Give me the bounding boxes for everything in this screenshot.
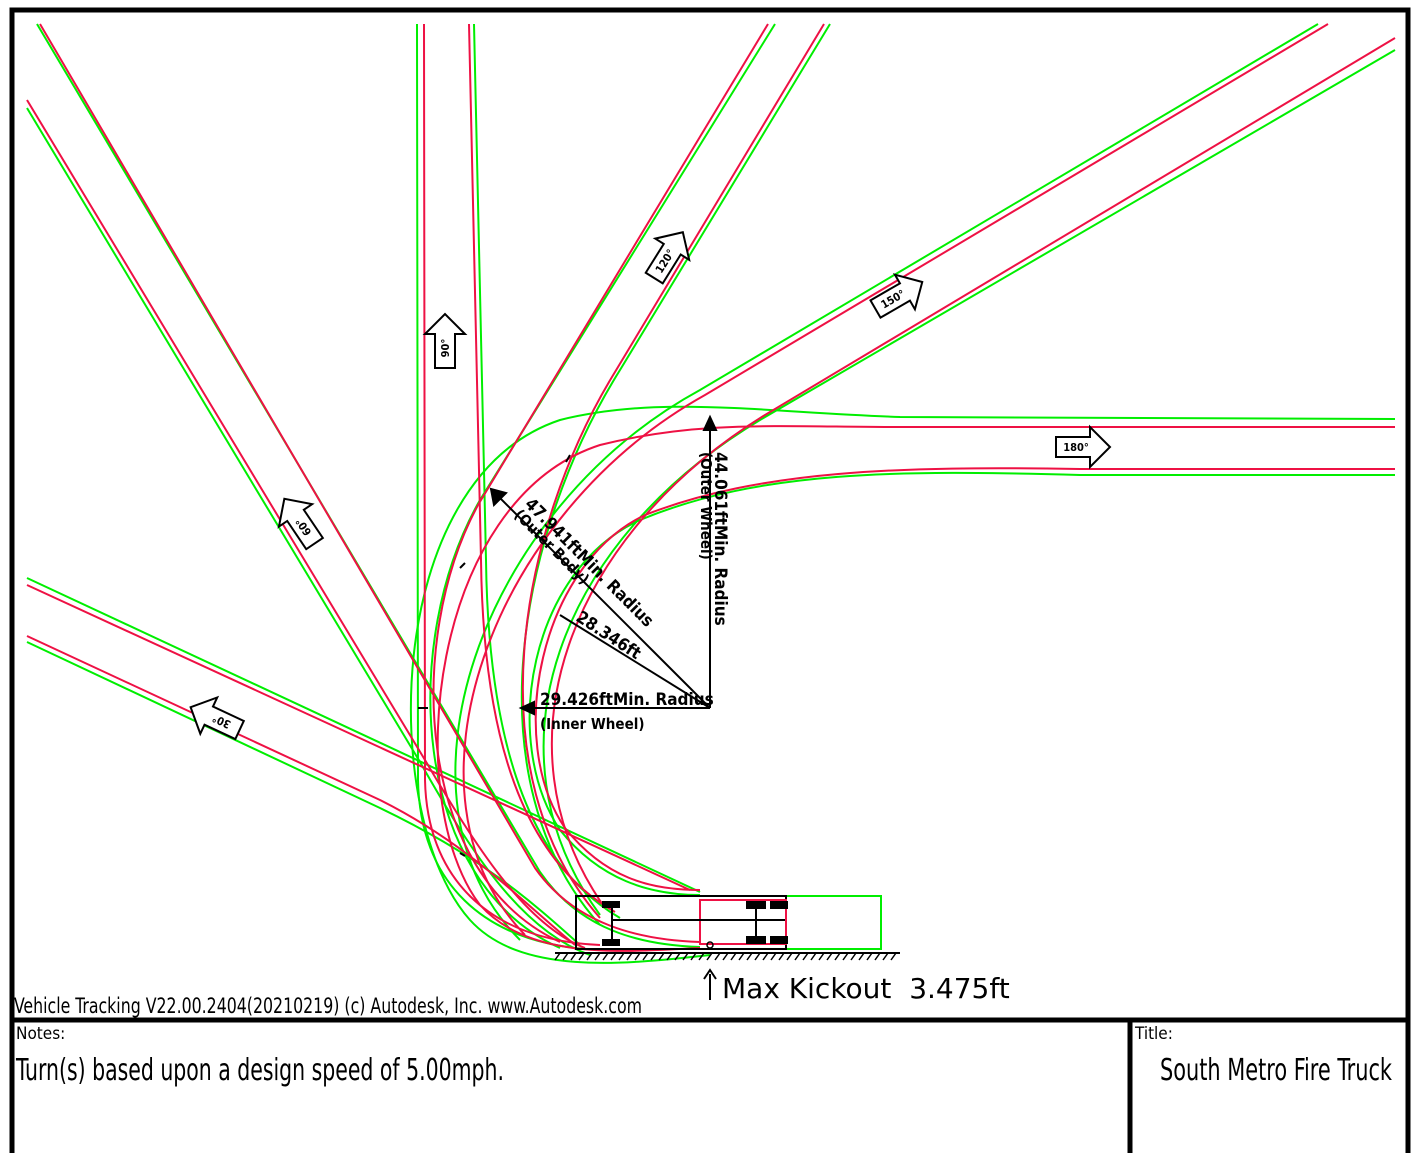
curb-hatch-mark [866, 952, 873, 961]
curb-hatch-mark [690, 952, 697, 961]
turn-arrow-90: 90° [422, 312, 468, 369]
wheel-path-150-inner [550, 37, 1396, 909]
curb-hatch-mark [810, 952, 817, 961]
curb-hatch-mark [746, 952, 753, 961]
curb-hatch-mark [850, 952, 857, 961]
curb-hatch-mark [618, 952, 625, 961]
turn-arrow-150: 150° [869, 273, 924, 320]
wheel-path-90-right [468, 23, 616, 913]
curb-hatch-mark [842, 952, 849, 961]
curb-hatch-mark [834, 952, 841, 961]
outer-wheel-dimension-text: 44.061ftMin. Radius (Outer Wheel) [697, 452, 730, 626]
turn-arrow-60: 60° [277, 497, 325, 551]
wheel-path-60-inner [26, 99, 586, 949]
body-path-60-outer [36, 23, 701, 948]
curb-hatch-mark [586, 952, 593, 961]
curb-hatch-mark [738, 952, 745, 961]
curb-hatch-mark [754, 952, 761, 961]
kickout-marker [703, 968, 717, 1000]
curb-hatch-mark [826, 952, 833, 961]
curb-hatching [554, 952, 897, 961]
wheel-path-30-inner [26, 635, 576, 946]
curb-hatch-mark [642, 952, 649, 961]
inner-wheel-radius-sub: (Inner Wheel) [540, 715, 645, 733]
truck-cab [699, 899, 787, 945]
title-text: South Metro Fire Truck [1160, 1053, 1392, 1088]
curb-hatch-mark [802, 952, 809, 961]
curb-hatch-mark [610, 952, 617, 961]
curb-hatch-mark [874, 952, 881, 961]
body-path-150-outer [454, 23, 1319, 941]
outer-body-radius-line [491, 489, 711, 709]
curb-hatch-mark [778, 952, 785, 961]
drawing-frame [9, 7, 1411, 1153]
fire-truck [575, 895, 882, 950]
curb-hatch-mark [562, 952, 569, 961]
turn-arrow-180: 180° [1055, 424, 1112, 470]
curb-hatch-mark [794, 952, 801, 961]
curb-hatch-mark [890, 952, 897, 961]
body-path-180-inner [528, 471, 1395, 896]
curb-hatch-mark [666, 952, 673, 961]
curb-hatch-mark [554, 952, 561, 961]
curb-hatch-mark [762, 952, 769, 961]
body-path-150-inner [542, 49, 1396, 916]
outer-wheel-radius-sub: (Outer Wheel) [697, 452, 715, 560]
curb-hatch-mark [786, 952, 793, 961]
curb-hatch-mark [730, 952, 737, 961]
radius-dimensions [418, 414, 718, 857]
wheel-path-60-outer [39, 23, 701, 943]
curb-hatch-mark [770, 952, 777, 961]
wheel-path-180-outer [436, 425, 1395, 952]
truck-body-outline [575, 895, 882, 950]
turn-arrow-180-label: 180° [1063, 441, 1089, 454]
curb-hatch-mark [882, 952, 889, 961]
body-path-120-inner [520, 23, 831, 926]
curb-hatch-mark [570, 952, 577, 961]
curb-hatch-mark [722, 952, 729, 961]
curb-hatch-mark [602, 952, 609, 961]
curb-hatch-mark [698, 952, 705, 961]
curb-hatch-mark [674, 952, 681, 961]
body-path-180-outer [409, 405, 1396, 964]
wheel-path-120-outer [432, 23, 769, 943]
curb-hatch-mark [658, 952, 665, 961]
notes-label: Notes: [16, 1024, 65, 1044]
curb-hatch-mark [714, 952, 721, 961]
curb-hatch-mark [578, 952, 585, 961]
curb-hatch-mark [626, 952, 633, 961]
curb-hatch-mark [594, 952, 601, 961]
max-kickout-label: Max Kickout 3.475ft [722, 972, 1010, 1005]
wheel-path-120-inner [521, 23, 825, 919]
curb-hatch-mark [634, 952, 641, 961]
mid-radius-line [559, 614, 711, 709]
wheel-path-150-outer [462, 23, 1329, 936]
body-path-30-outer [26, 577, 701, 893]
wheel-path-30-outer [26, 584, 691, 891]
curb-hatch-mark [682, 952, 689, 961]
notes-text: Turn(s) based upon a design speed of 5.0… [15, 1053, 504, 1088]
software-credit: Vehicle Tracking V22.00.2404(20210219) (… [14, 994, 642, 1018]
outer-wheel-radius-label: 44.061ftMin. Radius [710, 452, 730, 626]
turn-arrow-30: 30° [189, 695, 246, 741]
curb-hatch-mark [818, 952, 825, 961]
truck-wheels [602, 901, 788, 946]
curb-hatch-mark [650, 952, 657, 961]
body-path-90-left [416, 23, 601, 951]
turn-arrow-90-label: 90° [439, 339, 452, 358]
curb-hatch-mark [858, 952, 865, 961]
curb-hatch-mark [706, 952, 713, 961]
title-block [12, 1017, 1408, 1153]
title-label: Title: [1134, 1024, 1173, 1044]
inner-wheel-radius-label: 29.426ftMin. Radius [540, 690, 714, 710]
